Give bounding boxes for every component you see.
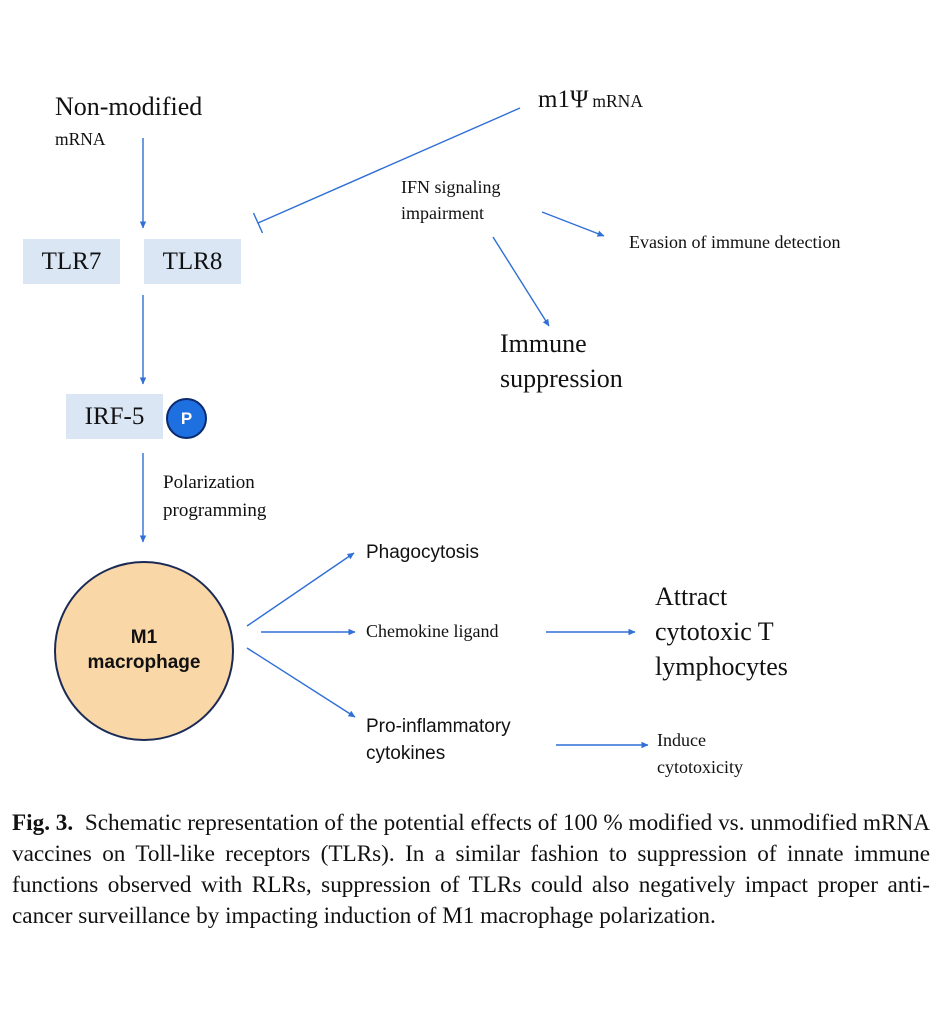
- evasion-label: Evasion of immune detection: [629, 232, 841, 252]
- arrow-ifn-to-evasion: [541, 211, 605, 237]
- polarization-line2: programming: [163, 500, 267, 521]
- m1-label-line1: M1: [130, 627, 158, 649]
- attract-line1: Attract: [655, 582, 728, 611]
- induce-line2: cytotoxicity: [657, 757, 743, 777]
- m1-macrophage-node: M1 macrophage: [54, 561, 234, 741]
- attract-line2: cytotoxic T: [655, 617, 774, 646]
- figure-label: Fig. 3.: [12, 810, 74, 836]
- arrow-ifn-to-immune-suppression: [492, 236, 550, 327]
- proinflammatory-line1: Pro-inflammatory: [366, 716, 511, 737]
- ifn-signaling-line2: impairment: [401, 203, 484, 223]
- irf5-box: IRF-5: [66, 394, 163, 439]
- polarization-line1: Polarization: [163, 472, 255, 493]
- m1-label-line2: macrophage: [87, 652, 201, 673]
- arrow-m1-to-phagocytosis: [246, 552, 355, 627]
- proinflammatory-line2: cytokines: [366, 743, 446, 764]
- m1psi-mrna-label: m1Ψ mRNA: [538, 86, 643, 115]
- inhibition-bar: [252, 212, 264, 234]
- phosphorylation-badge: P: [166, 398, 207, 439]
- non-modified-subtitle: mRNA: [55, 129, 106, 149]
- tlr7-box: TLR7: [23, 239, 120, 284]
- ifn-signaling-line1: IFN signaling: [401, 177, 501, 197]
- phosphorylation-label: P: [180, 408, 193, 428]
- tlr8-label: TLR8: [162, 247, 223, 275]
- inhibition-m1psi-to-tlr8: [257, 107, 521, 224]
- immune-suppression-line2: suppression: [500, 364, 623, 393]
- figure-caption: Fig. 3. Schematic representation of the …: [12, 808, 930, 932]
- tlr8-box: TLR8: [144, 239, 241, 284]
- non-modified-title: Non-modified: [55, 92, 203, 121]
- attract-line3: lymphocytes: [655, 652, 788, 681]
- figure-caption-text: Schematic representation of the potentia…: [12, 810, 931, 929]
- phagocytosis-label: Phagocytosis: [366, 542, 480, 563]
- chemokine-ligand-label: Chemokine ligand: [366, 621, 499, 641]
- tlr7-label: TLR7: [41, 247, 102, 275]
- m1psi-sub: mRNA: [592, 91, 643, 111]
- induce-line1: Induce: [657, 730, 706, 750]
- immune-suppression-line1: Immune: [500, 329, 587, 358]
- m1psi-main: m1Ψ: [538, 86, 589, 113]
- arrow-m1-to-proinflammatory: [246, 647, 356, 718]
- irf5-label: IRF-5: [84, 402, 145, 430]
